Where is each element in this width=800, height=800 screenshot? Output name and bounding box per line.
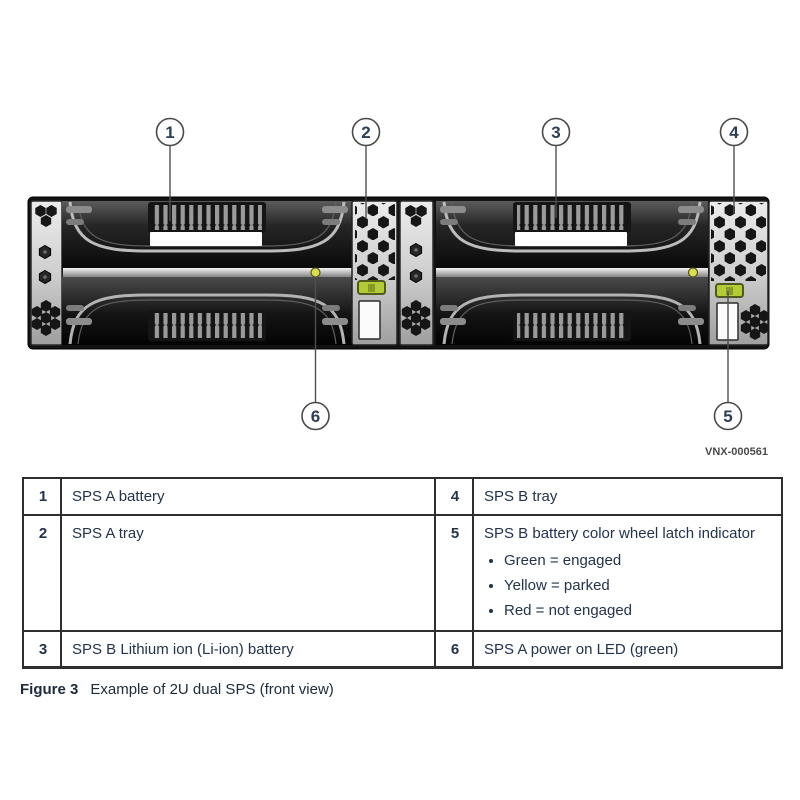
legend-desc: SPS A tray — [60, 514, 436, 632]
legend-num: 2 — [22, 514, 62, 632]
sps-a-pull-tab — [358, 300, 381, 340]
legend-desc: SPS A power on LED (green) — [472, 630, 783, 668]
sps-a-label-slot — [150, 232, 262, 246]
callout-leaders — [169, 146, 735, 402]
callout-4: 4 — [719, 117, 749, 147]
latch-state-item: Red = not engaged — [504, 600, 773, 622]
svg-text:5: 5 — [723, 407, 732, 426]
screw-icon — [409, 269, 423, 283]
legend-desc: SPS A battery — [60, 477, 436, 516]
sps-b-handle — [442, 201, 702, 253]
figure-caption-label: Figure 3 — [20, 681, 79, 698]
table-row: 2 SPS A tray 5 SPS B battery color wheel… — [22, 514, 783, 632]
legend-num: 1 — [22, 477, 62, 516]
callout-6: 6 — [301, 401, 330, 431]
legend-num: 5 — [434, 514, 474, 632]
legend-num: 6 — [434, 630, 474, 668]
sps-b-label-slot — [515, 232, 627, 246]
legend-num: 4 — [434, 477, 474, 516]
table-row: 1 SPS A battery 4 SPS B tray — [22, 477, 783, 516]
screw-icon — [409, 243, 423, 257]
callouts: 1 2 3 4 5 6 — [155, 117, 749, 431]
sps-a-power-led — [310, 267, 321, 278]
callout-1: 1 — [155, 117, 185, 147]
table-row: 3 SPS B Lithium ion (Li-ion) battery 6 S… — [22, 630, 783, 668]
svg-text:4: 4 — [729, 123, 739, 142]
svg-text:1: 1 — [165, 123, 174, 142]
latch-state-list: Green = engaged Yellow = parked Red = no… — [488, 550, 773, 622]
latch-state-item: Green = engaged — [504, 550, 773, 572]
callout-2: 2 — [351, 117, 381, 147]
sps-a-tray-panel — [351, 200, 398, 346]
legend-table: 1 SPS A battery 4 SPS B tray 2 SPS A tra… — [22, 477, 783, 669]
sps-a-divider — [63, 268, 352, 277]
hex-vent-field — [355, 203, 395, 280]
sps-b-divider — [436, 268, 708, 277]
callout-3: 3 — [541, 117, 571, 147]
legend-desc: SPS B battery color wheel latch indicato… — [472, 514, 783, 632]
callout-5: 5 — [713, 401, 743, 431]
screw-icon — [38, 270, 52, 284]
svg-text:6: 6 — [311, 407, 320, 426]
hex-vent-field — [711, 203, 766, 281]
sps-b-body — [436, 201, 708, 345]
sps-figure: 1 2 3 4 5 6 VNX-000561 — [27, 117, 770, 458]
figure-id-watermark: VNX-000561 — [705, 446, 768, 458]
svg-text:2: 2 — [361, 123, 370, 142]
mounting-bracket-left — [30, 200, 63, 346]
sps-a-body — [62, 201, 352, 345]
latch-indicator-title: SPS B battery color wheel latch indicato… — [484, 525, 755, 542]
figure-caption-text: Example of 2U dual SPS (front view) — [90, 681, 334, 698]
sps-a-handle — [68, 201, 346, 253]
screw-icon — [38, 245, 52, 259]
mounting-bracket-middle — [399, 200, 434, 346]
sps-b-power-led — [687, 267, 699, 278]
svg-text:3: 3 — [551, 123, 560, 142]
figure-caption: Figure 3 Example of 2U dual SPS (front vi… — [20, 681, 334, 698]
sps-b-tray-panel — [708, 200, 769, 346]
legend-num: 3 — [22, 630, 62, 668]
latch-state-item: Yellow = parked — [504, 575, 773, 597]
legend-desc: SPS B tray — [472, 477, 783, 516]
legend-desc: SPS B Lithium ion (Li-ion) battery — [60, 630, 436, 668]
